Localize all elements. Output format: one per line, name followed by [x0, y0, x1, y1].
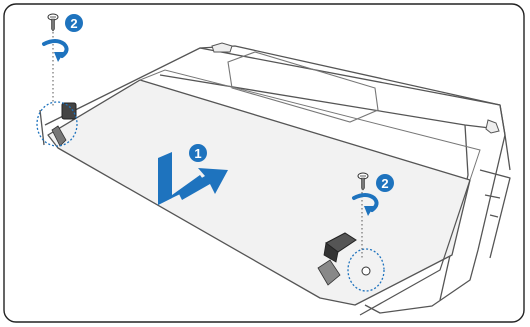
step-2-label-right: 2	[381, 176, 388, 191]
step-2-label-left: 2	[70, 16, 77, 31]
step-2-badge-left: 2	[65, 14, 83, 32]
step-1-badge: 1	[189, 144, 207, 162]
step-2-badge-right: 2	[376, 174, 394, 192]
right-screw-hole	[362, 267, 370, 275]
step-1-label: 1	[194, 146, 201, 161]
